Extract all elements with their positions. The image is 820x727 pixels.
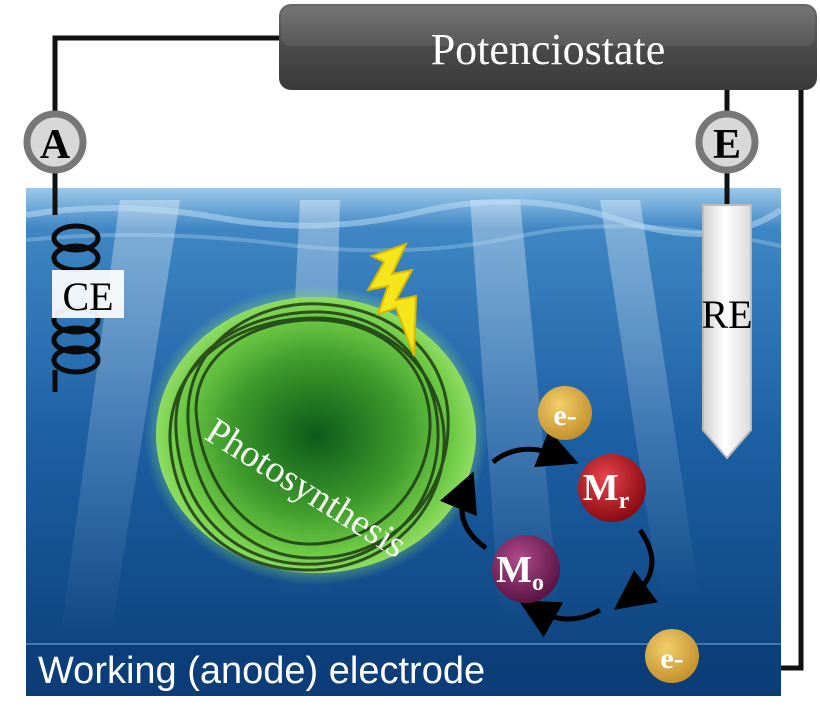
oxidized-mediator: Mo bbox=[492, 535, 560, 603]
reduced-mediator-subscript: r bbox=[619, 488, 630, 514]
voltmeter-label: E bbox=[713, 122, 741, 168]
arrow-left bbox=[439, 471, 488, 551]
voltmeter: E bbox=[695, 110, 759, 174]
electron-top: e- bbox=[538, 386, 592, 440]
reference-electrode: RE bbox=[701, 204, 753, 460]
counter-electrode: CE bbox=[51, 223, 124, 392]
arrow-top bbox=[491, 430, 579, 468]
reduced-mediator-symbol: M bbox=[583, 467, 619, 509]
arrow-bottom bbox=[518, 600, 602, 638]
lightning-icon bbox=[366, 242, 418, 357]
reference-electrode-label: RE bbox=[701, 292, 752, 337]
circuit-wires bbox=[52, 35, 804, 671]
photosynthetic-cell: Photosynthesis bbox=[144, 285, 488, 585]
arrow-right bbox=[613, 528, 658, 610]
potentiostat-label: Potenciostate bbox=[431, 25, 666, 74]
ammeter: A bbox=[23, 110, 87, 174]
redox-cycle: Mr Mo bbox=[439, 430, 658, 638]
oxidized-mediator-subscript: o bbox=[532, 570, 544, 596]
ammeter-label: A bbox=[40, 122, 71, 168]
electron-top-label: e- bbox=[553, 399, 576, 432]
counter-electrode-label: CE bbox=[62, 274, 113, 319]
svg-text:Mo: Mo bbox=[496, 549, 544, 596]
electron-bottom-label: e- bbox=[660, 642, 683, 675]
electron-bottom: e- bbox=[645, 629, 699, 683]
svg-text:Mr: Mr bbox=[583, 467, 630, 514]
potentiostat: Potenciostate bbox=[279, 4, 817, 90]
working-electrode-label: Working (anode) electrode bbox=[38, 650, 485, 692]
reduced-mediator: Mr bbox=[578, 454, 646, 522]
oxidized-mediator-symbol: M bbox=[496, 549, 532, 591]
